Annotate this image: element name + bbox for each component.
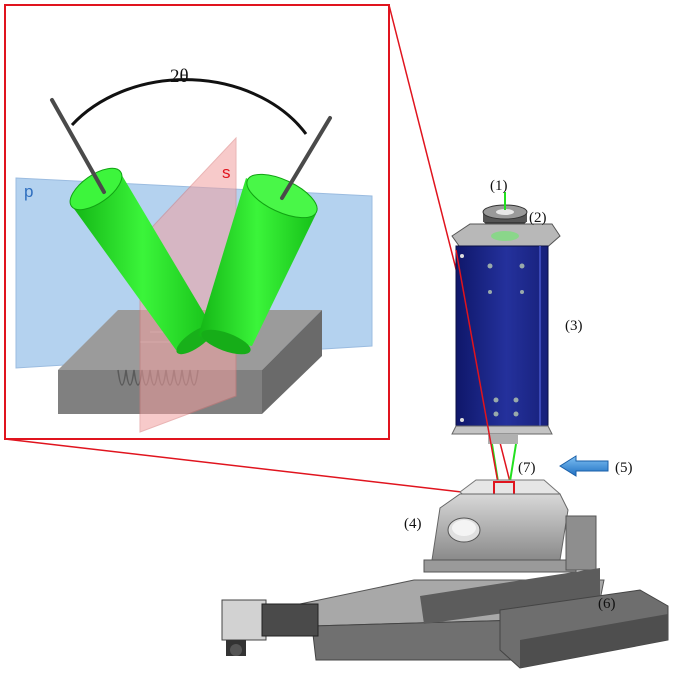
inset-zoom-view: 2θ p s — [6, 6, 388, 438]
optical-head — [451, 192, 561, 495]
angle-label: 2θ — [170, 66, 189, 87]
label-7: (7) — [518, 460, 536, 476]
fiber-left — [50, 98, 106, 194]
label-6: (6) — [598, 596, 616, 612]
label-2: (2) — [529, 210, 547, 226]
label-5: (5) — [615, 460, 633, 476]
label-3: (3) — [565, 318, 583, 334]
plane-p-label: p — [24, 182, 33, 201]
label-4: (4) — [404, 516, 422, 532]
red-guide — [455, 249, 501, 495]
angle-arc — [70, 78, 308, 135]
plane-s-label: s — [222, 163, 231, 182]
linear-stage — [221, 568, 669, 669]
label-1: (1) — [490, 178, 508, 194]
spectrometer-housing — [455, 245, 549, 429]
sample-holder — [423, 479, 597, 573]
plane-s — [139, 136, 237, 433]
inset-frame — [4, 4, 390, 440]
fiber-right — [280, 116, 332, 200]
incoming-direction-arrow — [559, 455, 609, 477]
zoom-line-bottom — [4, 438, 497, 497]
